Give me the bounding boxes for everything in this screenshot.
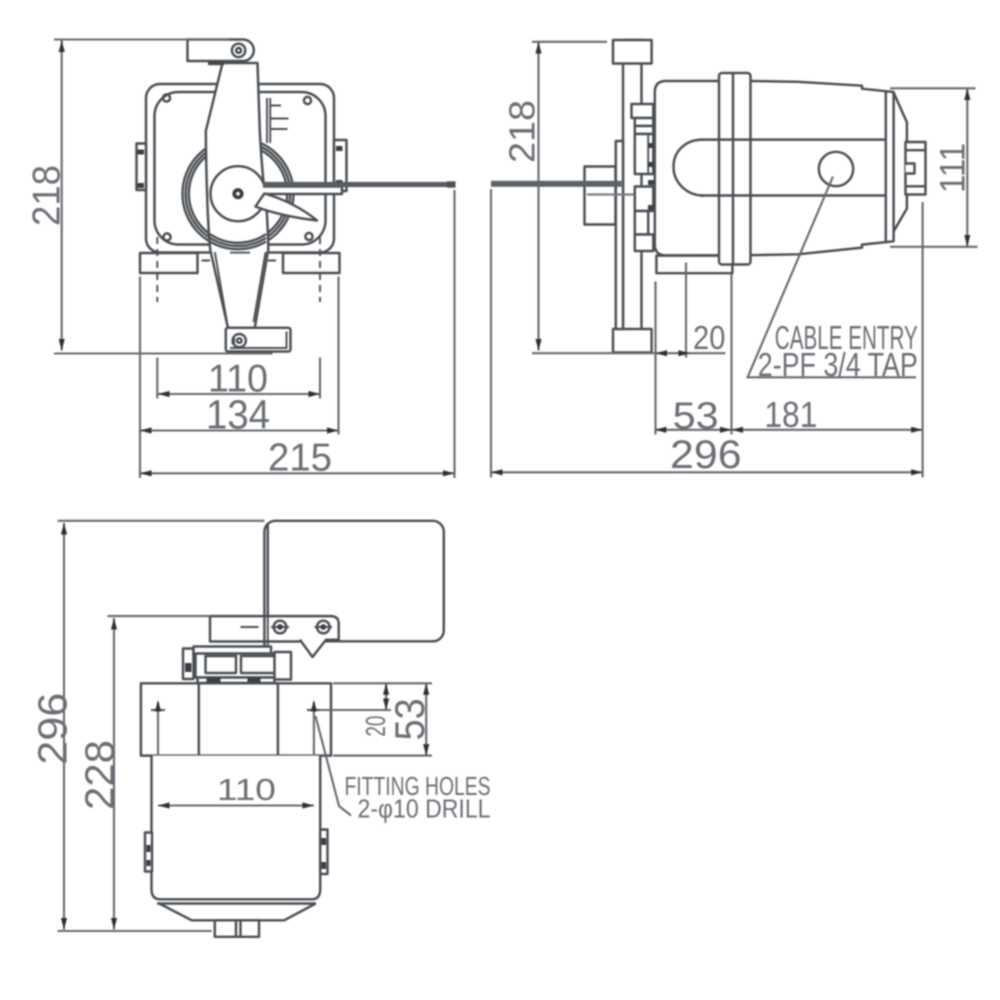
svg-text:CABLE ENTRY: CABLE ENTRY	[775, 319, 918, 356]
svg-text:111: 111	[934, 143, 973, 193]
svg-text:181: 181	[764, 394, 817, 435]
svg-text:218: 218	[502, 100, 543, 163]
svg-text:296: 296	[30, 693, 76, 765]
svg-text:228: 228	[77, 740, 123, 810]
svg-text:218: 218	[26, 165, 69, 226]
svg-text:20: 20	[693, 319, 725, 356]
svg-text:53: 53	[386, 698, 433, 740]
svg-text:110: 110	[208, 358, 268, 401]
svg-text:2-PF 3/4 TAP: 2-PF 3/4 TAP	[758, 346, 918, 383]
svg-text:296: 296	[670, 433, 742, 477]
svg-text:FITTING HOLES: FITTING HOLES	[345, 771, 491, 801]
svg-text:134: 134	[206, 392, 270, 438]
svg-text:110: 110	[217, 772, 276, 807]
svg-text:215: 215	[268, 437, 332, 480]
svg-text:20: 20	[360, 716, 391, 737]
svg-text:53: 53	[673, 395, 719, 437]
svg-text:2-φ10 DRILL: 2-φ10 DRILL	[358, 794, 491, 824]
